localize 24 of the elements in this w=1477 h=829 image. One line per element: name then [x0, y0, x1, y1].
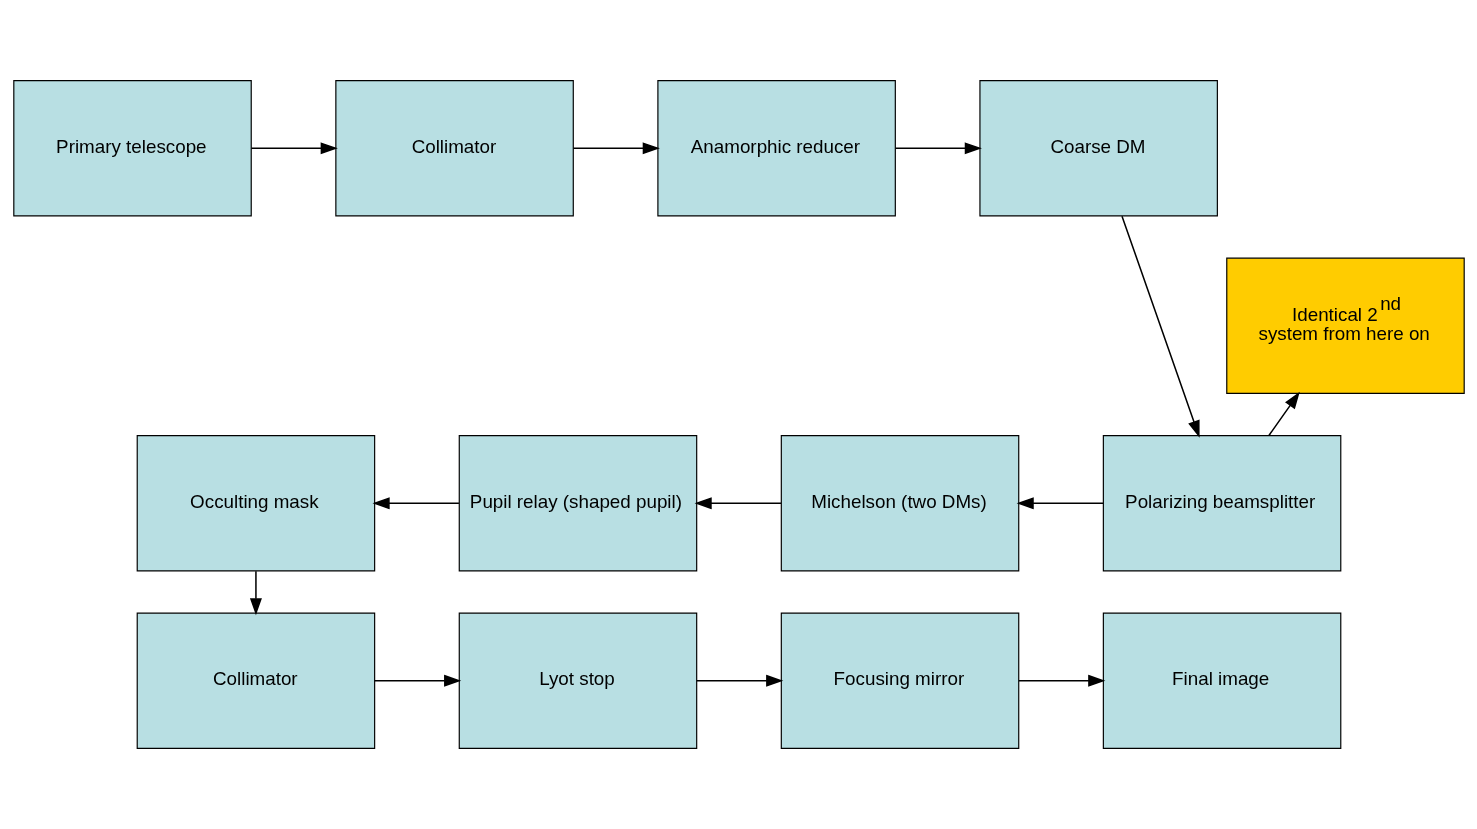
arrow	[572, 142, 660, 155]
arrow	[373, 674, 461, 687]
arrow	[372, 497, 460, 510]
node-box: Polarizing beamsplitter	[1102, 435, 1341, 572]
node-box: Anamorphic reducer	[656, 80, 896, 217]
node-box: Pupil relay (shaped pupil)	[458, 435, 697, 572]
node-box: Focusing mirror	[780, 612, 1019, 749]
arrow	[250, 142, 338, 155]
node-box: Michelson (two DMs)	[780, 435, 1019, 572]
arrow	[249, 570, 262, 616]
node-box: Primary telescope	[12, 80, 252, 217]
arrow	[695, 674, 783, 687]
node-box: Occulting mask	[136, 435, 375, 572]
node-box: Lyot stop	[458, 612, 697, 749]
node-box: Final image	[1102, 612, 1341, 749]
arrow	[1120, 215, 1200, 438]
arrow	[894, 142, 982, 155]
node-box: Collimator	[334, 80, 574, 217]
node-box: Coarse DM	[978, 80, 1218, 217]
arrow	[694, 497, 782, 510]
arrow	[1267, 391, 1300, 437]
arrow	[1016, 497, 1104, 510]
node-box: Collimator	[136, 612, 375, 749]
arrow	[1017, 674, 1105, 687]
